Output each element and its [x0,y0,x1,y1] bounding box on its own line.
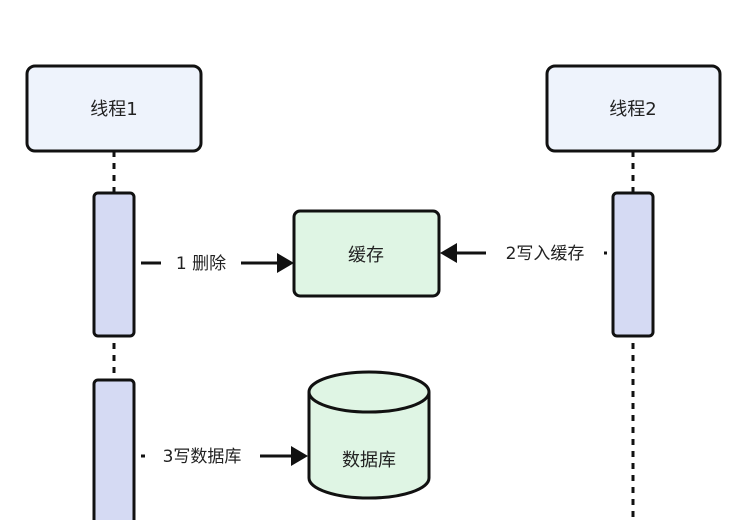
participant-thread1[interactable]: 线程1 [25,64,203,153]
cache-label: 缓存 [348,245,384,266]
arrowhead-icon [440,243,457,263]
database-label: 数据库 [342,450,396,471]
message-1-delete: 1 删除 [141,253,294,274]
message-2-label: 2写入缓存 [506,244,585,264]
message-3-write-db: 3写数据库 [141,446,308,467]
database-node[interactable]: 数据库 [307,370,431,500]
message-1-label: 1 删除 [176,254,226,274]
participant-thread2[interactable]: 线程2 [545,64,722,153]
arrowhead-icon [291,446,308,466]
cache-node[interactable]: 缓存 [292,209,441,298]
message-2-write-cache: 2写入缓存 [440,243,607,264]
participant-thread2-label: 线程2 [609,99,656,120]
message-3-label: 3写数据库 [163,447,242,467]
arrowhead-icon [277,253,294,273]
activation-thread2-1 [611,191,655,338]
activation-thread1-2 [92,378,136,520]
participant-thread1-label: 线程1 [90,99,137,120]
activation-thread1-1 [92,191,136,338]
